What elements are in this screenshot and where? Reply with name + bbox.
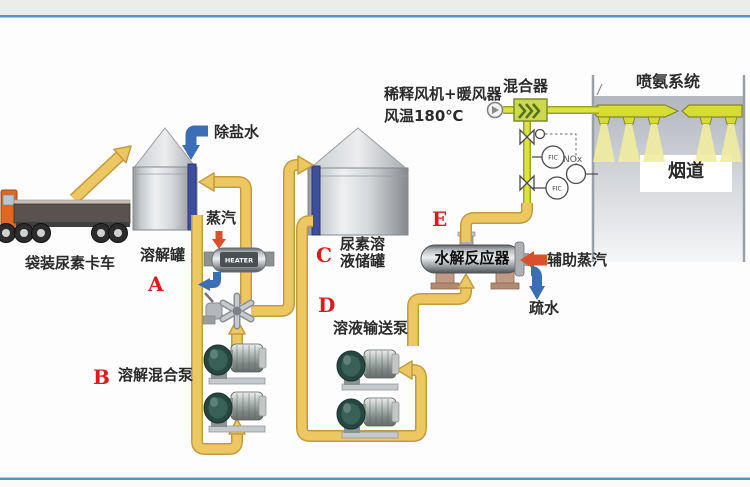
urea-delivery-truck xyxy=(0,189,131,243)
spray-header-2 xyxy=(681,104,743,118)
static-mixer xyxy=(486,98,548,122)
condensate-arrow xyxy=(198,272,221,291)
fic1-text: FIC xyxy=(548,155,557,162)
solution-transfer-pump-1 xyxy=(336,349,400,391)
truck-label: 袋装尿素卡车 xyxy=(25,254,116,272)
spray-header-1 xyxy=(594,104,680,118)
injection-control-instruments: FIC FIC xyxy=(519,128,598,200)
flow-controller-2 xyxy=(545,176,569,200)
drain-arrow xyxy=(529,266,545,300)
truck-wheels xyxy=(0,223,128,243)
ammonia-injection-label: 喷氨系统 xyxy=(636,72,701,91)
dilution-fan-label: 稀释风机+暖风器 xyxy=(384,85,502,103)
transfer-pump-label: 溶液输送泵 xyxy=(333,319,409,337)
steam-label: 蒸汽 xyxy=(206,209,237,227)
marker-c: C xyxy=(316,243,332,267)
flow-controller-1 xyxy=(541,145,565,169)
nox-label: NOx xyxy=(563,155,583,165)
marker-a: A xyxy=(148,272,164,296)
dissolving-tank-label: 溶解罐 xyxy=(140,246,186,264)
storage-tank-label: 尿素溶 液储罐 xyxy=(340,235,386,270)
multiport-valve xyxy=(202,292,255,330)
mixer-label: 混合器 xyxy=(503,77,549,95)
dissolving-tank xyxy=(131,127,199,231)
air-temp-label: 风温180℃ xyxy=(384,107,464,125)
level-gauge-pipe xyxy=(311,165,321,236)
dissolving-mixing-pump-1 xyxy=(203,343,267,385)
urea-storage-tank xyxy=(306,127,410,236)
spray-cones xyxy=(593,124,742,162)
dissolving-mixing-pump-2 xyxy=(203,391,267,433)
reactor-label: 水解反应器 xyxy=(434,249,510,267)
marker-e: E xyxy=(432,207,448,231)
ammonia-injection-grid xyxy=(593,104,743,162)
dissolving-pump-label: 溶解混合泵 xyxy=(118,366,194,384)
flue-duct-label: 烟道 xyxy=(668,161,704,182)
drain-label: 疏水 xyxy=(529,299,560,317)
fic2-text: FIC xyxy=(552,186,561,193)
valve-actuator xyxy=(534,128,546,140)
solution-transfer-pump-2 xyxy=(336,397,400,439)
steam-arrow xyxy=(212,231,226,249)
heater-text: HEATER xyxy=(225,257,253,265)
top-border-line xyxy=(0,15,750,18)
bottom-border-line xyxy=(0,477,750,480)
demin-water-label: 除盐水 xyxy=(214,123,260,141)
aux-steam-label: 辅助蒸汽 xyxy=(547,251,608,269)
spray-nozzles xyxy=(597,116,738,125)
demin-water-arrow xyxy=(182,125,208,160)
auxiliary-steam-arrow xyxy=(520,251,547,269)
bottom-strip xyxy=(0,480,750,487)
marker-d: D xyxy=(318,293,336,317)
marker-b: B xyxy=(93,365,110,389)
steam-heater: HEATER xyxy=(203,247,275,273)
nox-analyzer xyxy=(565,163,587,185)
